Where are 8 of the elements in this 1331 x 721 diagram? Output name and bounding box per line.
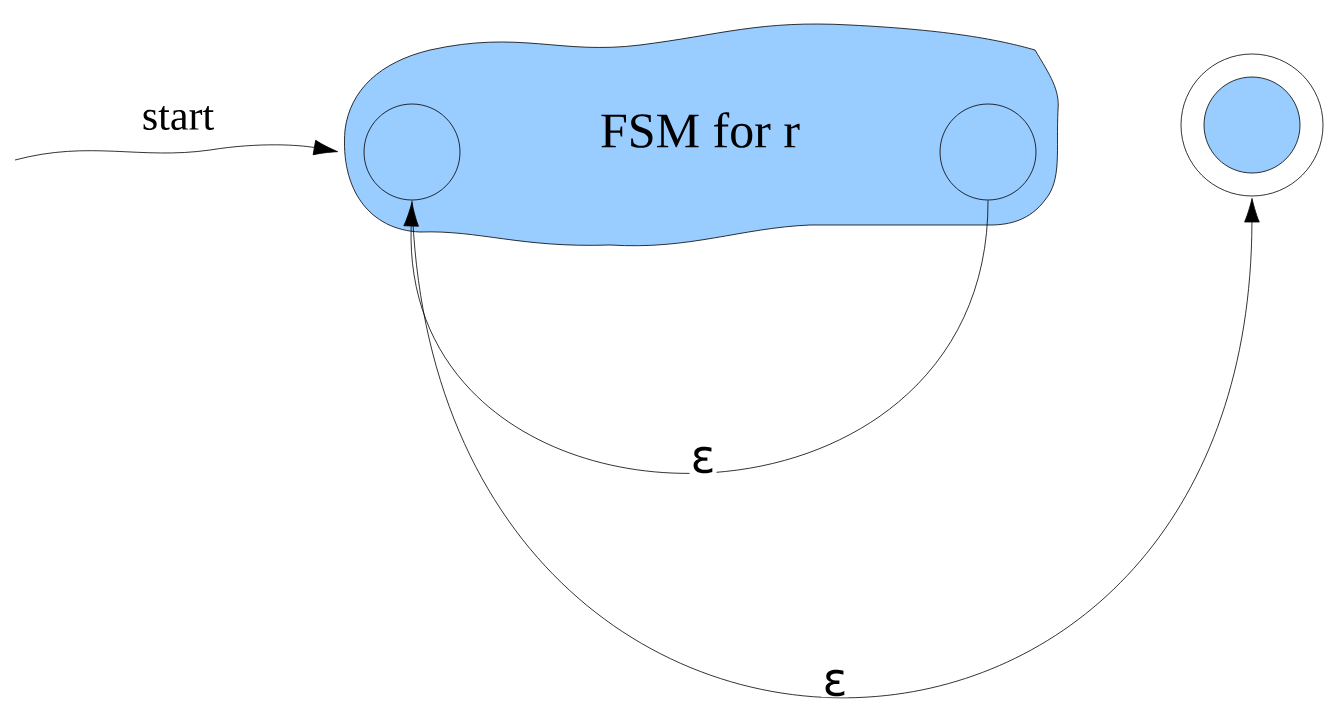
edge-label: start — [140, 105, 216, 132]
edge-label: ε — [821, 668, 849, 698]
arrow — [403, 200, 989, 474]
state-circle — [939, 103, 1037, 201]
edge-label: ε — [689, 445, 717, 475]
arrow — [14, 139, 339, 161]
state-circle — [363, 103, 461, 201]
final-state-circle — [1180, 53, 1324, 197]
